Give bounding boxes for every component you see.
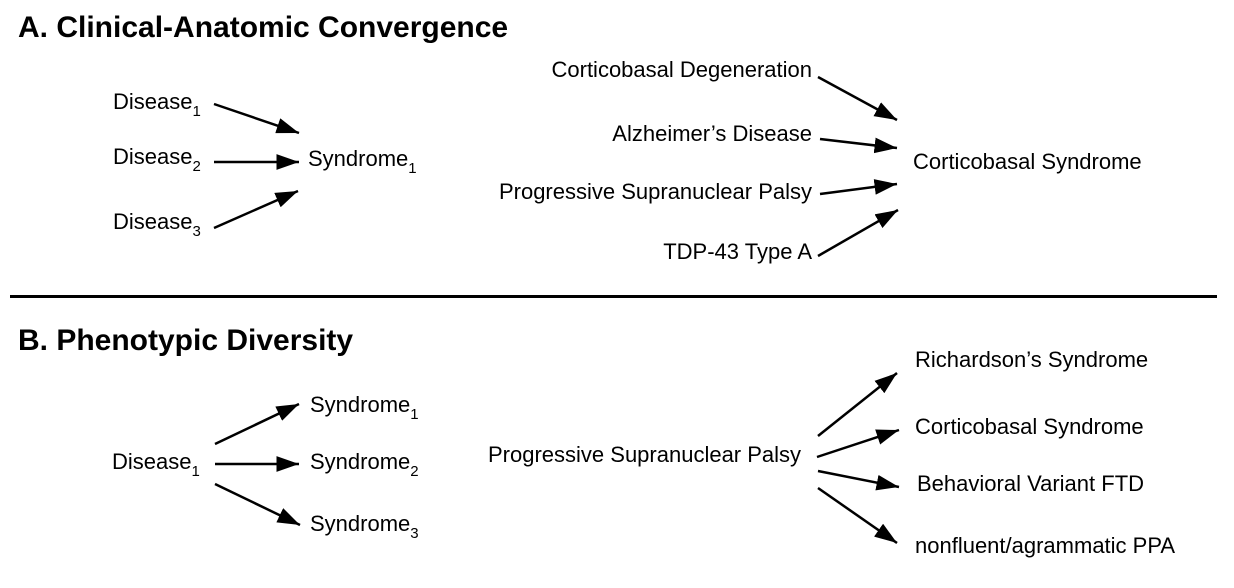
section-divider bbox=[10, 295, 1217, 298]
arrow-a-cbd-cbs bbox=[817, 75, 898, 122]
node-a-disease-1-subscript: 1 bbox=[192, 103, 201, 120]
arrow-a-tdp43-cbs bbox=[817, 208, 899, 258]
node-a-syndrome-1-subscript: 1 bbox=[408, 160, 417, 177]
node-b-syndrome-3: Syndrome3 bbox=[310, 511, 419, 542]
node-progressive-supranuclear-palsy-a: Progressive Supranuclear Palsy bbox=[498, 179, 812, 204]
node-alzheimers-disease: Alzheimer’s Disease bbox=[612, 121, 812, 146]
node-b-disease-1-subscript: 1 bbox=[191, 463, 200, 480]
node-b-syndrome-1: Syndrome1 bbox=[310, 392, 419, 423]
node-corticobasal-syndrome-a: Corticobasal Syndrome bbox=[913, 149, 1142, 174]
arrow-b-disease1-syndrome1 bbox=[214, 402, 300, 446]
node-b-syndrome-2-text: Syndrome bbox=[310, 449, 411, 474]
arrow-a-disease3-syndrome1 bbox=[213, 189, 299, 230]
node-progressive-supranuclear-palsy-b: Progressive Supranuclear Palsy bbox=[488, 442, 802, 467]
node-a-disease-1: Disease1 bbox=[113, 89, 201, 120]
node-a-disease-1-text: Disease bbox=[113, 89, 193, 114]
node-a-disease-2-subscript: 2 bbox=[192, 158, 201, 175]
node-a-syndrome-1: Syndrome1 bbox=[308, 146, 417, 177]
node-a-disease-2: Disease2 bbox=[113, 144, 201, 175]
node-b-disease-1: Disease1 bbox=[112, 449, 200, 480]
node-corticobasal-syndrome-b: Corticobasal Syndrome bbox=[915, 414, 1144, 439]
node-behavioral-variant-ftd: Behavioral Variant FTD bbox=[917, 471, 1145, 496]
arrow-b-disease1-syndrome3 bbox=[214, 482, 301, 527]
node-b-syndrome-1-subscript: 1 bbox=[410, 406, 419, 423]
node-a-syndrome-1-text: Syndrome bbox=[308, 146, 409, 171]
section-b-title: B. Phenotypic Diversity bbox=[18, 324, 354, 357]
arrow-b-psp-bvftd bbox=[817, 469, 900, 491]
node-b-syndrome-2-subscript: 2 bbox=[410, 463, 419, 480]
node-corticobasal-degeneration: Corticobasal Degeneration bbox=[551, 57, 813, 82]
node-b-syndrome-2: Syndrome2 bbox=[310, 449, 419, 480]
node-a-disease-3-subscript: 3 bbox=[192, 223, 201, 240]
node-a-disease-2-text: Disease bbox=[113, 144, 193, 169]
arrow-b-psp-richardsons bbox=[817, 372, 898, 437]
arrow-a-ad-cbs bbox=[819, 137, 898, 154]
node-b-syndrome-3-subscript: 3 bbox=[410, 525, 419, 542]
node-a-disease-3: Disease3 bbox=[113, 209, 201, 240]
arrow-a-psp-cbs bbox=[819, 179, 898, 196]
node-tdp43-type-a: TDP-43 Type A bbox=[663, 239, 812, 264]
arrow-a-disease1-syndrome1 bbox=[213, 102, 300, 135]
arrow-b-psp-nfppa bbox=[817, 486, 898, 545]
node-nonfluent-agrammatic-ppa: nonfluent/agrammatic PPA bbox=[915, 533, 1176, 558]
node-b-syndrome-1-text: Syndrome bbox=[310, 392, 411, 417]
node-b-disease-1-text: Disease bbox=[112, 449, 192, 474]
node-richardsons-syndrome: Richardson’s Syndrome bbox=[915, 347, 1149, 372]
node-b-syndrome-3-text: Syndrome bbox=[310, 511, 411, 536]
section-a-title: A. Clinical-Anatomic Convergence bbox=[18, 11, 509, 44]
arrow-b-psp-cbs bbox=[816, 428, 900, 459]
node-a-disease-3-text: Disease bbox=[113, 209, 193, 234]
